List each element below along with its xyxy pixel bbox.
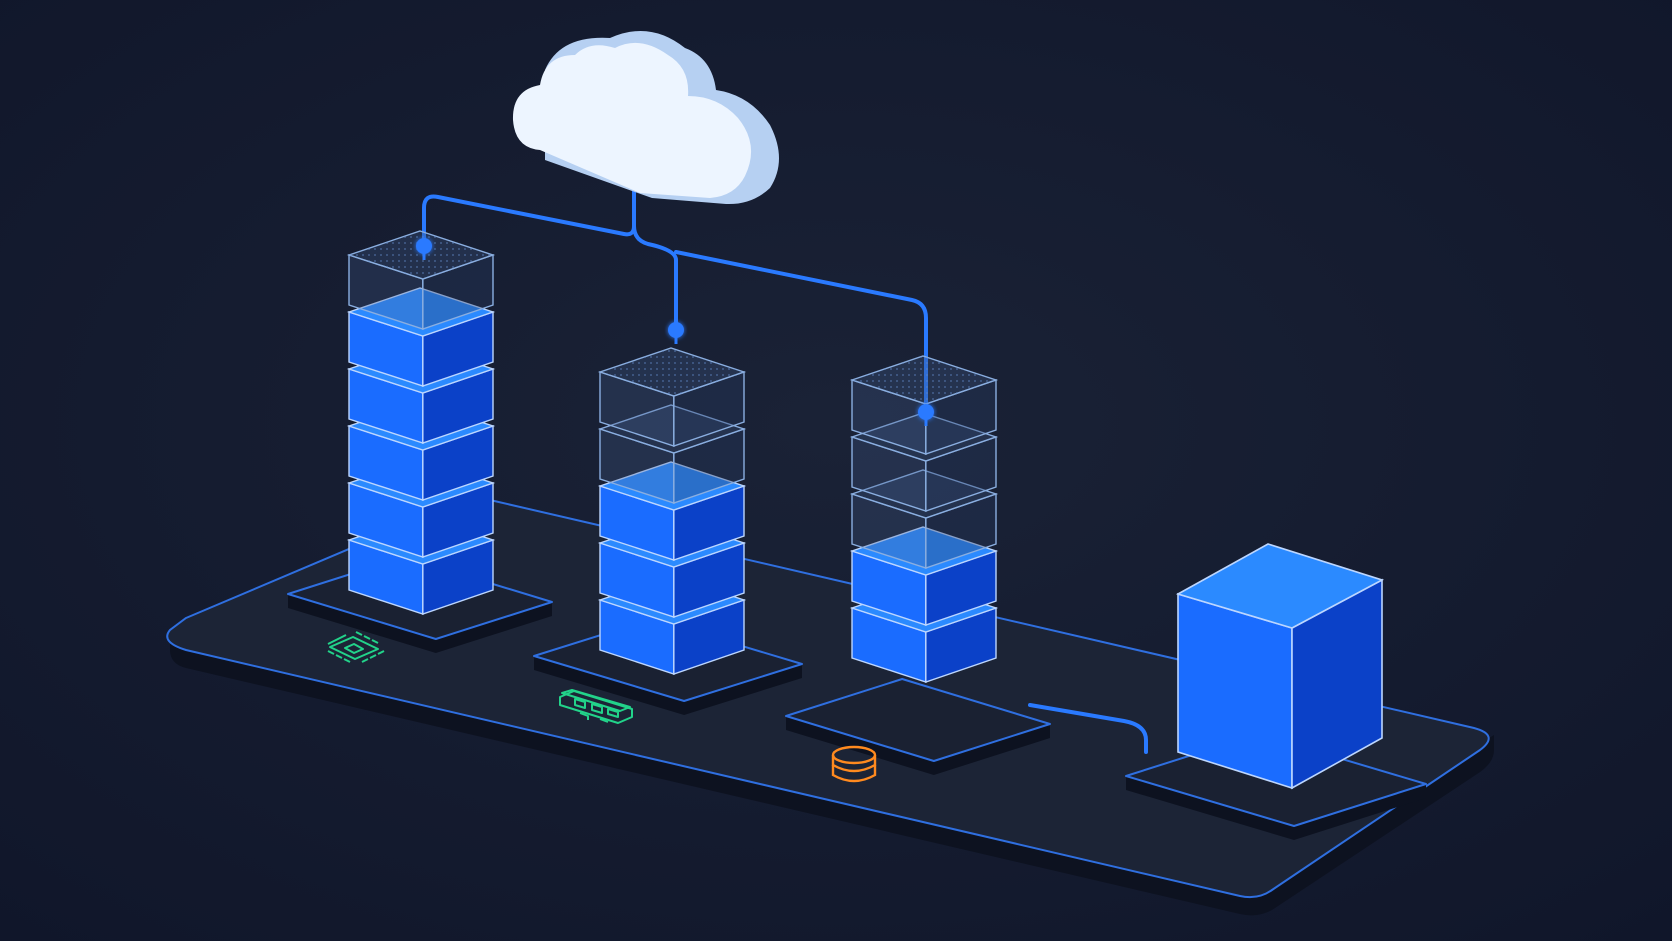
stack-1-block-5-top-face: [346, 287, 496, 337]
stack-1-top-texture: [349, 231, 493, 279]
stack-2-block-4: [597, 404, 747, 504]
stack-3: [849, 355, 999, 683]
cloud-front: [512, 42, 752, 199]
pad-stack-3-side: [786, 716, 1050, 775]
pad-stack-3: [785, 678, 1051, 775]
memory-module-outline: [559, 690, 633, 724]
stack-3-block-4: [849, 412, 999, 512]
stack-1: [346, 230, 496, 615]
pad-stack-2-side: [534, 656, 802, 715]
stack-1-top-node: [416, 238, 432, 254]
large-compute-cube-top-face: [1175, 543, 1385, 629]
stack-2-top-node: [668, 322, 684, 338]
connector-stack-3-to-cube: [1028, 703, 1148, 754]
cpu-chip-icon: [327, 631, 385, 663]
pad-stack-3-top: [785, 678, 1051, 762]
stack-3-top-node: [918, 404, 934, 420]
pad-cube-side: [1126, 776, 1426, 840]
stack-3-top-texture: [852, 356, 996, 404]
cpu-chip-body: [329, 636, 379, 660]
memory-module-board: [561, 689, 631, 712]
large-compute-cube: [1175, 543, 1385, 790]
memory-module-chips: [574, 698, 619, 718]
memory-module-notch: [579, 712, 609, 723]
stack-3-block-3-top-face: [849, 469, 999, 519]
stack-1-block-5: [346, 287, 496, 387]
server-stacks: [346, 230, 999, 683]
memory-module-icon: [559, 689, 633, 724]
stack-3-block-2: [849, 526, 999, 626]
stack-2-top-texture: [600, 348, 744, 396]
stack-2: [597, 347, 747, 675]
stack-3-block-2-top-face: [849, 526, 999, 576]
cloud-icon: [512, 30, 779, 205]
cpu-chip-core: [344, 643, 364, 654]
stack-2-block-4-top-face: [597, 404, 747, 454]
cloud-connectors: [422, 176, 1148, 754]
database-bottom: [831, 765, 877, 783]
stack-3-block-4-top-face: [849, 412, 999, 462]
connector-cloud-to-stacks-2-3: [632, 224, 678, 332]
cpu-chip-pins: [327, 631, 385, 663]
connector-nodes: [416, 238, 934, 426]
stack-2-block-3-top-face: [597, 461, 747, 511]
connector-trunk-to-stack-3: [674, 250, 928, 414]
stack-2-block-3: [597, 461, 747, 561]
pad-stack-1-side: [288, 594, 552, 653]
stack-3-block-3: [849, 469, 999, 569]
database-icon: [831, 745, 877, 783]
